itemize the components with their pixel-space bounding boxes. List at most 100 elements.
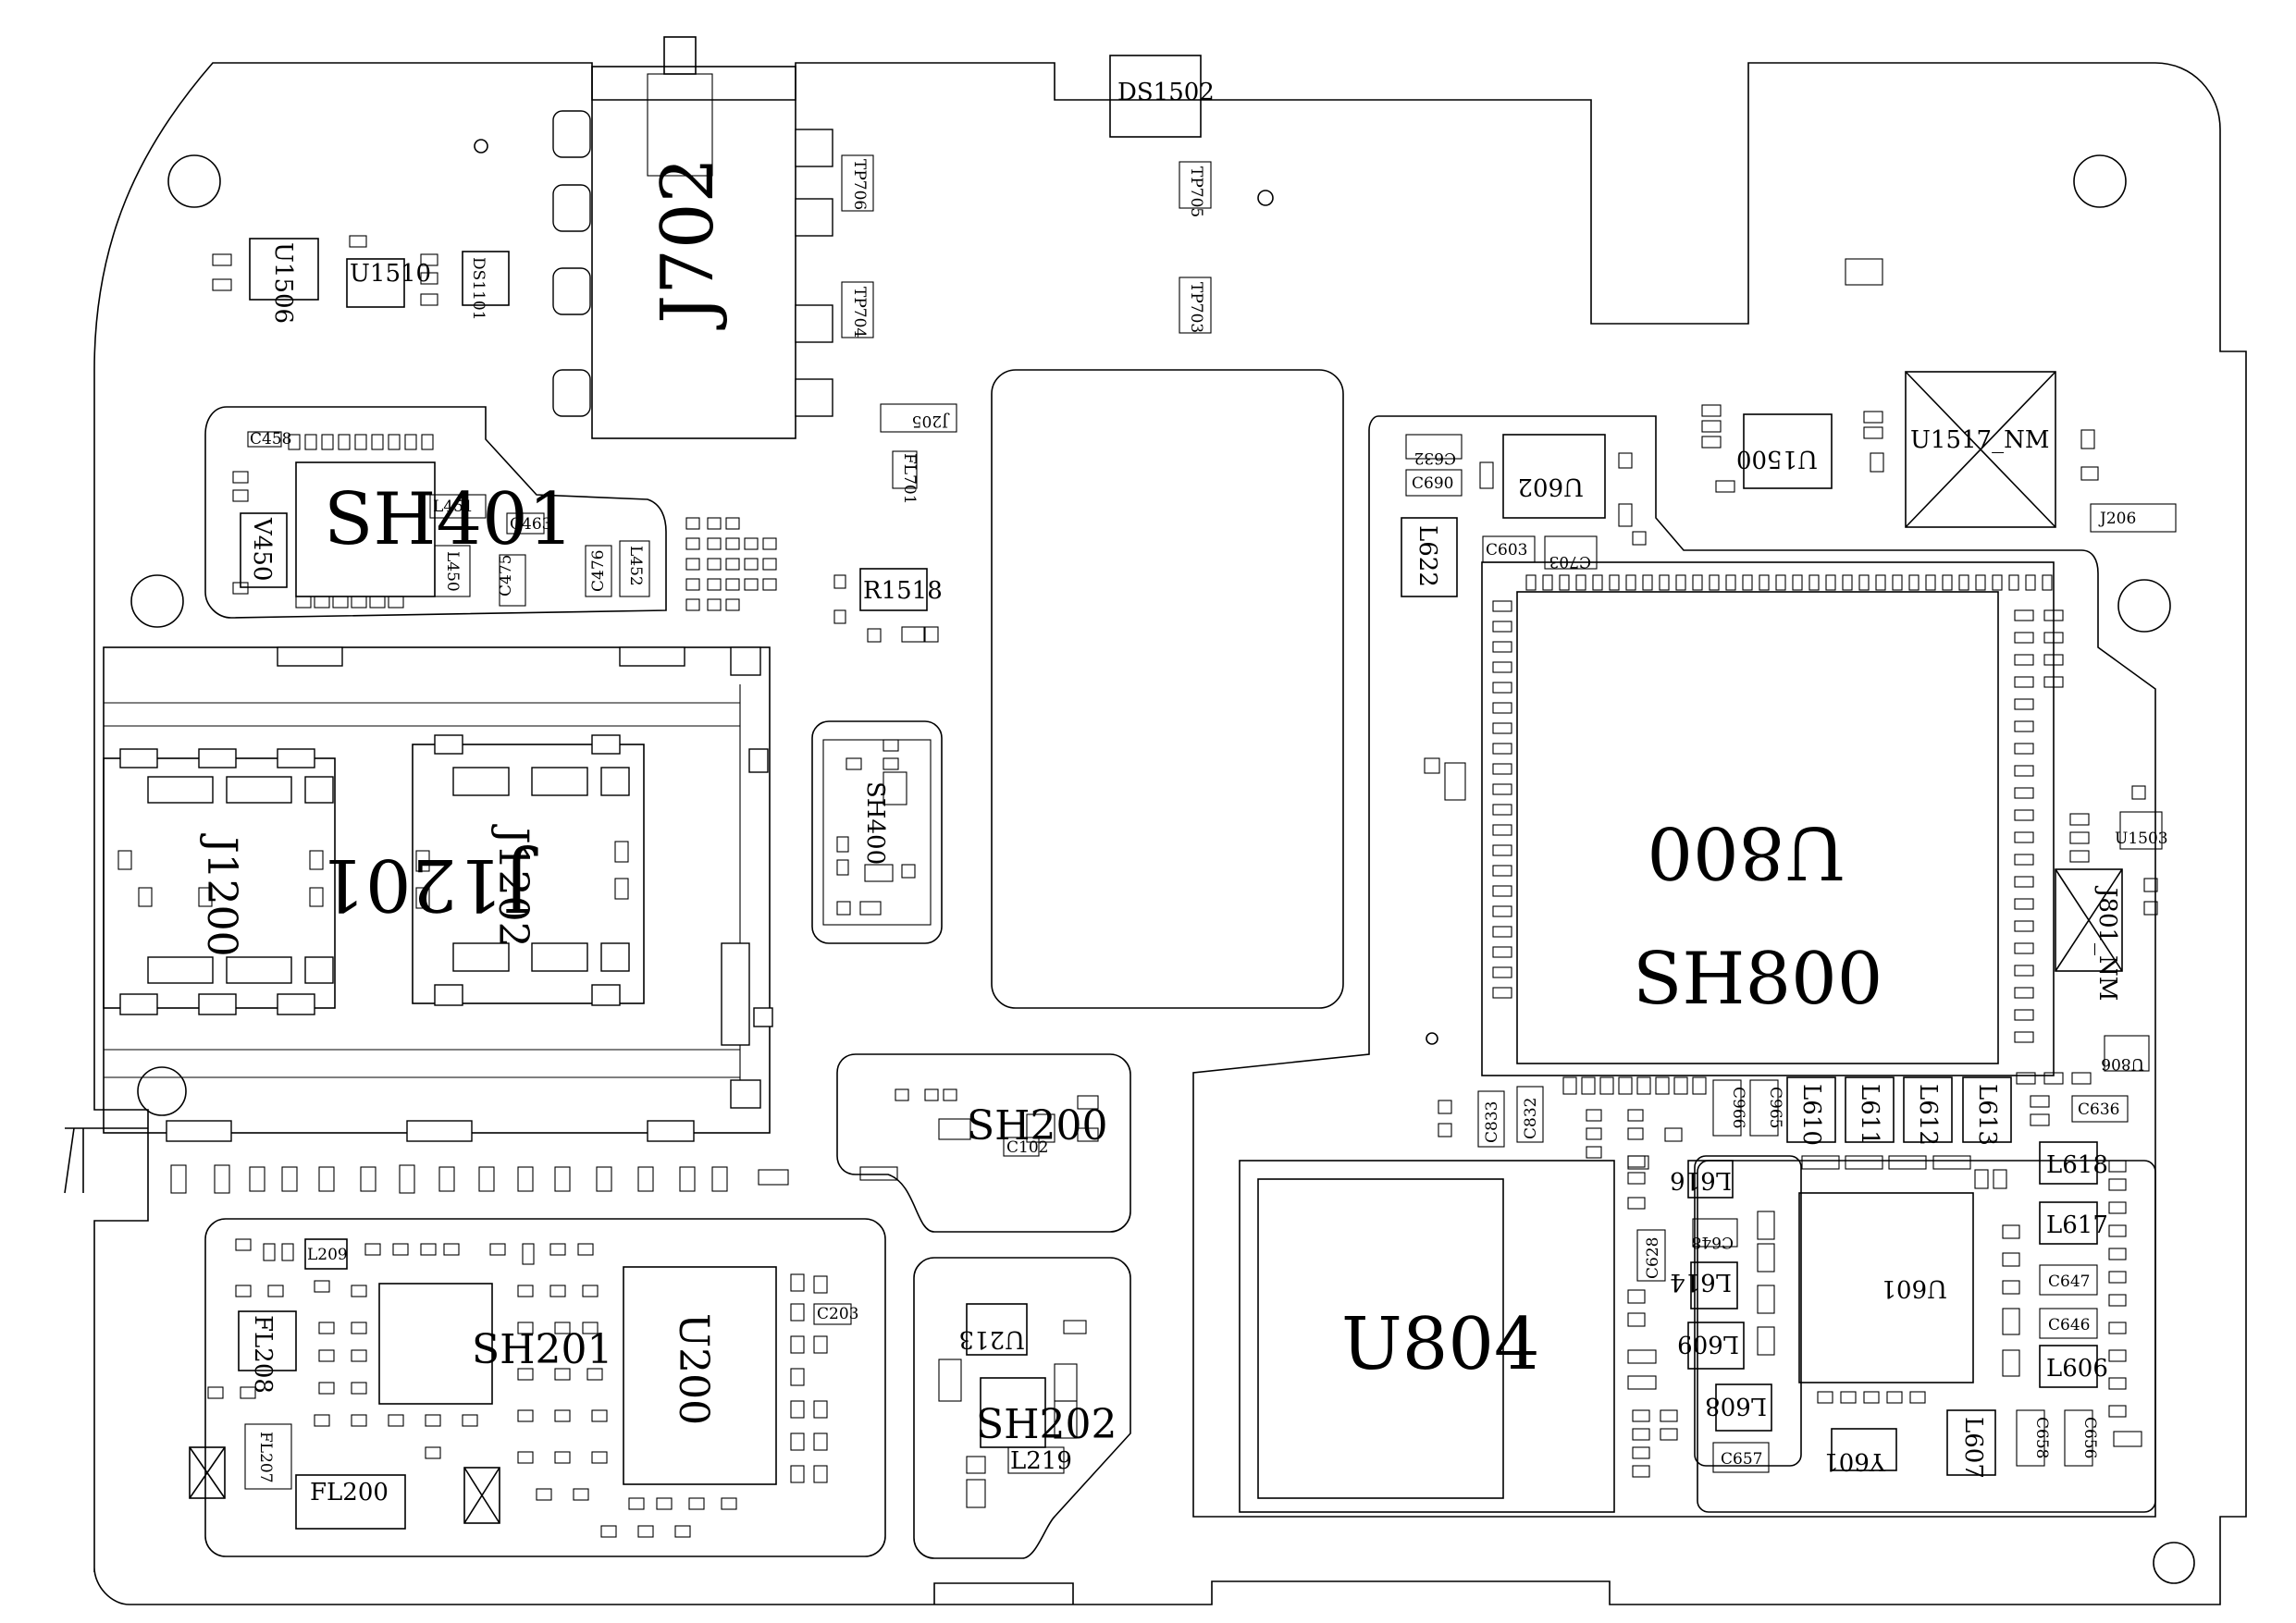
c632-part [1405, 434, 1463, 460]
c690-part [1405, 469, 1463, 497]
tp704-part [841, 281, 874, 338]
c690-label: C690 [1412, 474, 1453, 493]
j206-part [2090, 503, 2177, 533]
fl701-label: FL701 [900, 453, 919, 505]
l609-part [1687, 1322, 1745, 1370]
ds1502-label: DS1502 [1117, 79, 1215, 106]
sh200-shield [836, 1053, 1131, 1233]
c657-label: C657 [1721, 1450, 1762, 1469]
r1518-part [859, 568, 928, 611]
c476-label: C476 [589, 550, 608, 592]
u804-label: U804 [1341, 1303, 1540, 1386]
l608-label: L608 [1705, 1392, 1767, 1420]
l451-label: L451 [433, 498, 474, 516]
c646-label: C646 [2048, 1316, 2090, 1334]
tp706-part [841, 154, 874, 212]
tp704-label: TP704 [850, 287, 869, 338]
u806-label: U806 [2101, 1054, 2144, 1073]
logo-mark [1845, 258, 1883, 286]
u804-shield [1239, 1160, 1615, 1513]
l606-label: L606 [2046, 1355, 2108, 1383]
l219-label: L219 [1010, 1447, 1072, 1475]
j205-part [880, 403, 957, 433]
u804-part [1257, 1178, 1504, 1499]
c628-part [1636, 1229, 1666, 1282]
sh401-shield [204, 406, 667, 619]
l452-label: L452 [626, 546, 645, 586]
c647-label: C647 [2048, 1273, 2090, 1291]
c703-label: C703 [1549, 552, 1591, 571]
u1506-part [249, 238, 319, 301]
c203-label: C203 [817, 1305, 858, 1323]
fl200-label: FL200 [310, 1479, 389, 1506]
u200-label: U200 [670, 1313, 717, 1425]
fl200-part [295, 1474, 406, 1530]
l611-part [1845, 1076, 1895, 1143]
c648-part [1692, 1218, 1738, 1248]
mounting-hole [130, 574, 184, 628]
u601-shield [1697, 1160, 2156, 1513]
u213-part [966, 1303, 1028, 1356]
c203-part [813, 1303, 852, 1325]
c102-part [1003, 1137, 1040, 1157]
r1518-label: R1518 [863, 577, 943, 605]
v450-part [240, 512, 288, 588]
j1202-label: J1202 [489, 824, 537, 948]
mounting-hole [2117, 579, 2171, 633]
sh400-shield [811, 720, 943, 944]
fiducial [1257, 190, 1274, 206]
c965-part [1749, 1079, 1779, 1137]
c475-label: C475 [497, 555, 515, 596]
c658-part [2016, 1409, 2045, 1467]
c657-part [1712, 1442, 1770, 1473]
u1503-part [2119, 811, 2163, 850]
c966-label: C966 [1729, 1087, 1747, 1128]
l614-label: L614 [1670, 1268, 1732, 1296]
mounting-hole [167, 154, 221, 208]
l612-part [1903, 1076, 1953, 1143]
sh202-shield [913, 1257, 1131, 1559]
u601-label: U601 [1881, 1274, 1947, 1302]
j1200-card-socket: J1200 [103, 748, 336, 1015]
ds1101-part [462, 251, 510, 306]
u800-part [1516, 591, 1999, 1064]
board-outline [93, 62, 2247, 1605]
c833-part [1477, 1090, 1505, 1148]
c603-label: C603 [1486, 541, 1527, 559]
u1517-label: U1517_NM [1910, 426, 2049, 454]
fiducial [474, 139, 488, 154]
center-keepout [991, 369, 1344, 1009]
u1510-part [346, 258, 405, 308]
left-flex-tab [64, 1127, 148, 1194]
l617-part [2039, 1201, 2098, 1245]
sh401-label: SH401 [324, 478, 574, 561]
c656-label: C656 [2080, 1417, 2099, 1458]
c646-part [2039, 1308, 2098, 1339]
c636-label: C636 [2078, 1100, 2119, 1119]
y601-label: Y601 [1823, 1447, 1886, 1475]
u1510-label: U1510 [350, 260, 431, 288]
j702-label: J702 [647, 157, 730, 330]
sh400-label: SH400 [861, 781, 889, 865]
l622-label: L622 [1413, 525, 1441, 587]
c658-label: C658 [2032, 1417, 2051, 1458]
j801-part: J801_NM [2055, 868, 2123, 1001]
u602-part [1502, 434, 1606, 519]
c703-part [1544, 535, 1598, 570]
u602-label: U602 [1517, 473, 1584, 500]
u806-part [2104, 1035, 2150, 1072]
ds1101-label: DS1101 [469, 257, 488, 321]
l209-part [304, 1238, 348, 1270]
fl208-label: FL208 [249, 1315, 277, 1394]
c656-part [2064, 1409, 2093, 1467]
u1506-label: U1506 [269, 242, 297, 324]
j801-label: J801_NM [2093, 885, 2121, 1001]
sh800-left-pads [1492, 600, 1512, 999]
c463-label: C463 [510, 515, 551, 534]
u200-part [623, 1266, 777, 1485]
j1201-label: J1201 [319, 842, 538, 926]
l610-label: L610 [1797, 1084, 1825, 1146]
u601-part [1798, 1192, 1974, 1383]
l616-label: L616 [1670, 1166, 1732, 1194]
l607-part [1946, 1409, 1996, 1476]
